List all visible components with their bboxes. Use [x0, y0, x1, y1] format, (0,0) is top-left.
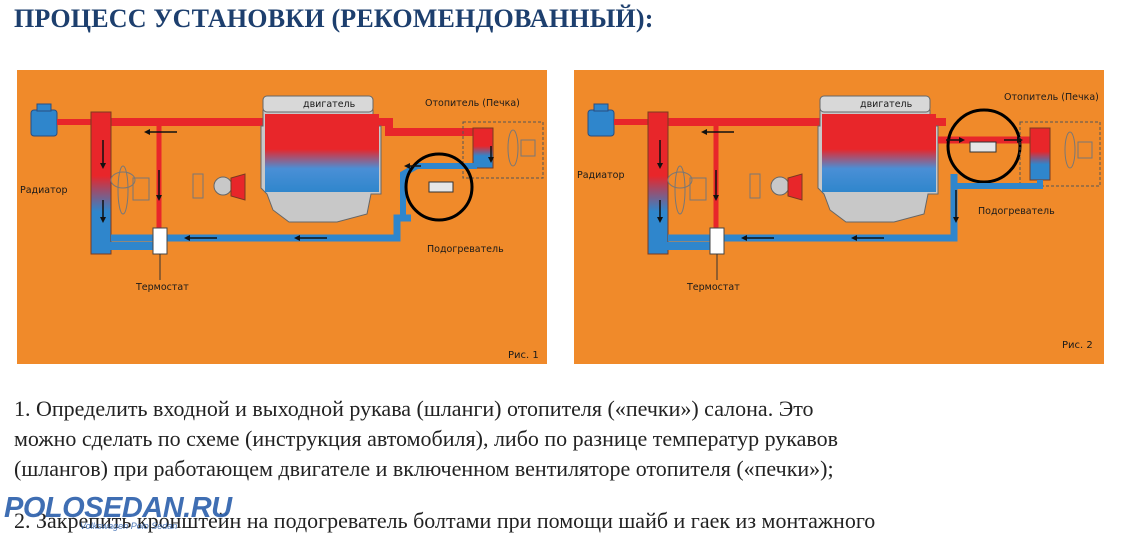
instruction-step-1: 1. Определить входной и выходной рукава …	[14, 394, 1114, 484]
figure-caption: Рис. 2	[1062, 340, 1093, 351]
engine-label: двигатель	[303, 99, 356, 110]
watermark-tagline: Volkswagen Polo Sedan	[80, 521, 178, 531]
heater-label: Отопитель (Печка)	[1004, 92, 1099, 103]
thermostat	[152, 227, 168, 255]
fig2-svg: двигатель Отопитель (Печка) Радиатор Тер…	[577, 92, 1101, 351]
cold-pipe	[97, 214, 411, 246]
radiator-label: Радиатор	[577, 170, 625, 181]
preheater	[428, 181, 454, 193]
hot-pipe	[101, 118, 477, 136]
page-title: ПРОЦЕСС УСТАНОВКИ (РЕКОМЕНДОВАННЫЙ):	[14, 4, 654, 33]
fig1-svg: двигатель Отопитель (Печка) Радиатор Тер…	[20, 95, 544, 361]
heater-core	[1029, 127, 1051, 181]
watermark-logo: POLOSEDAN.RU	[4, 492, 232, 524]
radiator-label: Радиатор	[20, 185, 68, 196]
instruction-step-2: 2. Закрепить кронштейн на подогреватель …	[14, 506, 1114, 536]
preheater-label: Подогреватель	[978, 206, 1055, 217]
preheater-highlight	[404, 152, 474, 222]
step1-line-3: (шлангов) при работающем двигателе и вкл…	[14, 456, 834, 481]
radiator	[90, 111, 112, 255]
preheater-label: Подогреватель	[427, 244, 504, 255]
expansion-tank	[30, 109, 58, 137]
thermostat-label: Термостат	[135, 282, 189, 293]
step2-line-1: 2. Закрепить кронштейн на подогреватель …	[14, 508, 876, 533]
installation-diagram-fig1: двигатель Отопитель (Печка) Радиатор Тер…	[17, 70, 547, 364]
heater-core	[472, 127, 494, 169]
step1-line-1: 1. Определить входной и выходной рукава …	[14, 396, 814, 421]
thermostat-label: Термостат	[686, 282, 740, 293]
engine-label: двигатель	[860, 99, 913, 110]
radiator	[647, 111, 669, 255]
preheater-highlight	[946, 108, 1022, 184]
heater-label: Отопитель (Печка)	[425, 98, 520, 109]
step1-line-2: можно сделать по схеме (инструкция автом…	[14, 426, 839, 451]
thermostat	[709, 227, 725, 255]
installation-diagram-fig2: двигатель Отопитель (Печка) Радиатор Тер…	[574, 70, 1104, 364]
figure-caption: Рис. 1	[508, 350, 539, 361]
expansion-tank	[587, 109, 615, 137]
preheater	[969, 141, 997, 153]
